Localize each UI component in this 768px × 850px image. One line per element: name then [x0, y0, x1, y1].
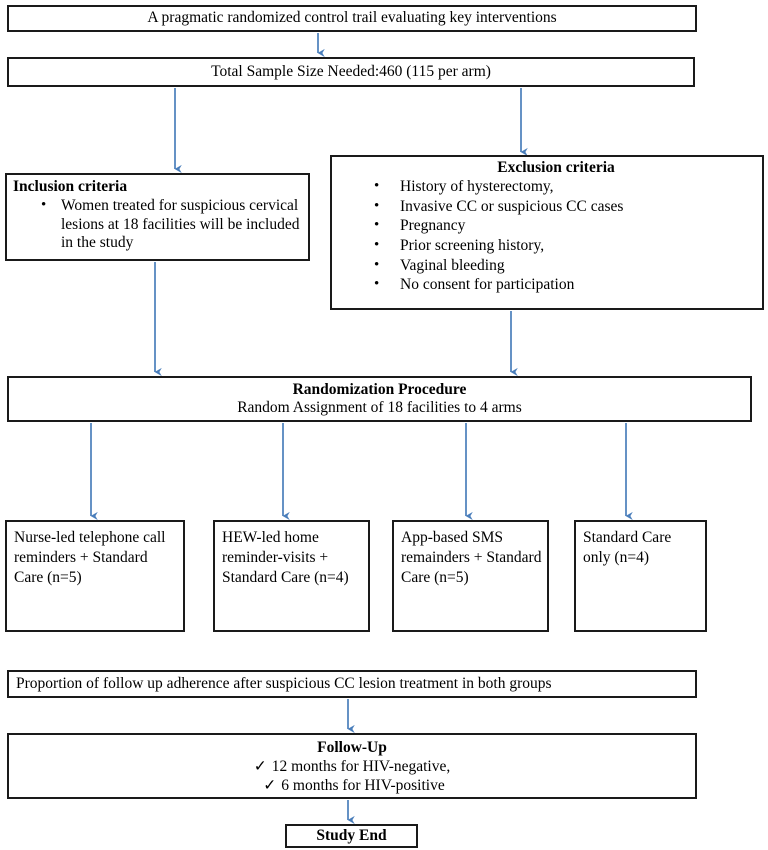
study-end-box: Study End: [285, 824, 418, 848]
list-item: History of hysterectomy,: [374, 177, 758, 197]
arm-box-nurse-led-telephone: Nurse-led telephone call reminders + Sta…: [5, 520, 185, 632]
list-item: Prior screening history,: [374, 236, 758, 256]
list-item: No consent for participation: [374, 275, 758, 295]
follow-up-item-text: 12 months for HIV-negative,: [271, 758, 451, 776]
check-icon: ✓: [253, 758, 267, 776]
sample-size-text: Total Sample Size Needed:460 (115 per ar…: [211, 62, 491, 80]
inclusion-criteria-box: Inclusion criteria Women treated for sus…: [5, 173, 310, 261]
arm-box-standard-care-only: Standard Care only (n=4): [574, 520, 707, 632]
inclusion-criteria-heading: Inclusion criteria: [13, 178, 128, 195]
list-item: Pregnancy: [374, 216, 758, 236]
exclusion-criteria-box: Exclusion criteria History of hysterecto…: [330, 155, 764, 310]
arm-box-hew-led-home-visits: HEW-led home reminder-visits + Standard …: [213, 520, 370, 632]
randomization-box: Randomization Procedure Random Assignmen…: [7, 376, 752, 422]
randomization-subtext: Random Assignment of 18 facilities to 4 …: [237, 399, 522, 417]
randomization-heading: Randomization Procedure: [292, 381, 467, 398]
arm-label: HEW-led home reminder-visits + Standard …: [222, 529, 349, 586]
arm-label: Standard Care only (n=4): [583, 529, 672, 566]
follow-up-heading: Follow-Up: [317, 739, 387, 756]
study-title-text: A pragmatic randomized control trail eva…: [147, 9, 557, 27]
arm-label: Nurse-led telephone call reminders + Sta…: [14, 529, 166, 586]
exclusion-criteria-list: History of hysterectomy, Invasive CC or …: [336, 177, 758, 295]
exclusion-criteria-heading: Exclusion criteria: [497, 159, 615, 176]
study-end-text: Study End: [316, 826, 387, 844]
list-item: Invasive CC or suspicious CC cases: [374, 197, 758, 217]
list-item: ✓12 months for HIV-negative,: [9, 758, 695, 777]
follow-up-box: Follow-Up ✓12 months for HIV-negative, ✓…: [7, 733, 697, 799]
list-item: Vaginal bleeding: [374, 256, 758, 276]
list-item: Women treated for suspicious cervical le…: [41, 196, 304, 253]
arm-box-app-based-sms: App-based SMS remainders + Standard Care…: [392, 520, 549, 632]
check-icon: ✓: [263, 777, 277, 795]
follow-up-list: ✓12 months for HIV-negative, ✓6 months f…: [9, 758, 695, 796]
follow-up-item-text: 6 months for HIV-positive: [281, 777, 445, 795]
primary-outcome-box: Proportion of follow up adherence after …: [7, 670, 697, 698]
primary-outcome-text: Proportion of follow up adherence after …: [16, 674, 552, 692]
study-title-box: A pragmatic randomized control trail eva…: [7, 5, 697, 32]
sample-size-box: Total Sample Size Needed:460 (115 per ar…: [7, 57, 695, 87]
inclusion-criteria-list: Women treated for suspicious cervical le…: [13, 196, 304, 253]
list-item: ✓6 months for HIV-positive: [9, 777, 695, 796]
arm-label: App-based SMS remainders + Standard Care…: [401, 529, 542, 586]
